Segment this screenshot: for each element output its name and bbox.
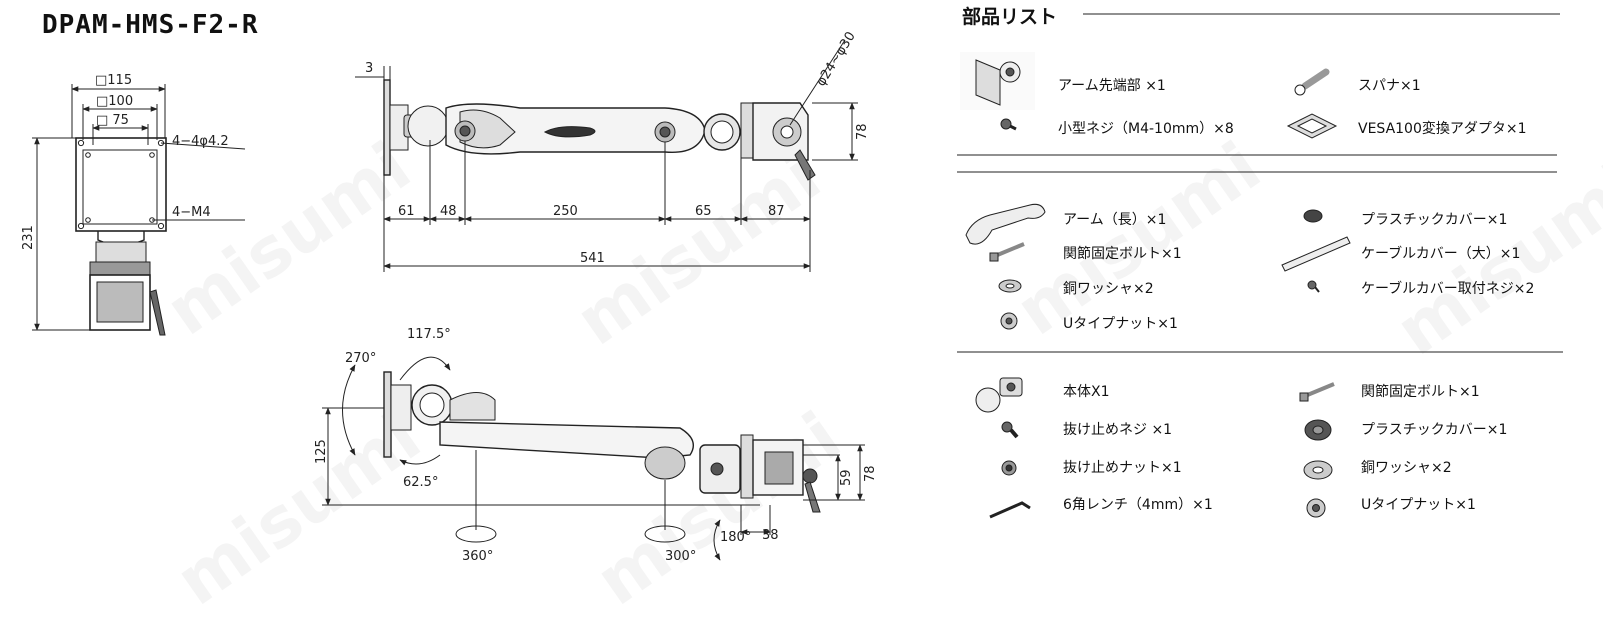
dimension-labels: □115 □100 □ 75 4−4φ4.2 4−M4 231 3 φ24~φ3… <box>21 29 878 564</box>
technical-drawing: □115 □100 □ 75 4−4φ4.2 4−M4 231 3 φ24~φ3… <box>21 13 1563 564</box>
part-label: 銅ワッシャ×2 <box>1361 460 1452 476</box>
part-label: アーム（長）×1 <box>1063 212 1167 228</box>
part-label: プラスチックカバー×1 <box>1361 422 1508 438</box>
part-label: ケーブルカバー取付ネジ×2 <box>1361 281 1535 297</box>
plastic-cover-icon <box>1304 419 1332 441</box>
dim-total: 541 <box>580 251 605 266</box>
dim-tilt-down: 62.5° <box>403 475 438 490</box>
part-label: ケーブルカバー（大）×1 <box>1361 246 1521 262</box>
part-label: プラスチックカバー×1 <box>1361 212 1508 228</box>
dim-tilt-up: 117.5° <box>407 327 451 342</box>
part-label: 抜け止めネジ ×1 <box>1063 422 1173 438</box>
arm-tip-icon <box>960 52 1035 110</box>
part-label: 本体X1 <box>1063 384 1110 400</box>
part-label: 6角レンチ（4mm）×1 <box>1063 497 1213 513</box>
cable-cover-icon <box>1281 236 1351 272</box>
part-label: Uタイプナット×1 <box>1361 497 1476 513</box>
dim-rotate: 270° <box>345 351 376 366</box>
dim-clamp-outer: 78 <box>863 465 878 482</box>
u-nut-icon <box>1306 498 1326 518</box>
joint-bolt-icon <box>989 242 1025 262</box>
dim-seg1: 61 <box>398 204 415 219</box>
retaining-nut-icon <box>1001 460 1017 476</box>
retaining-screw-icon <box>1001 421 1019 439</box>
part-label: Uタイプナット×1 <box>1063 316 1178 332</box>
top-view <box>355 39 858 272</box>
dim-swivel2: 300° <box>665 549 696 564</box>
part-label: 抜け止めナット×1 <box>1063 460 1182 476</box>
vesa-adapter-icon <box>1286 113 1338 139</box>
dim-holes-dia: 4−4φ4.2 <box>172 134 229 149</box>
main-body-icon <box>975 377 1023 413</box>
dim-seg4: 65 <box>695 204 712 219</box>
part-icons <box>960 52 1351 519</box>
small-screw-icon <box>1000 118 1017 131</box>
dim-swivel3: 180° <box>720 530 751 545</box>
dim-side-height: 125 <box>314 439 329 464</box>
copper-washer-icon <box>998 279 1022 293</box>
dim-w100: □100 <box>96 94 133 109</box>
dim-swivel1: 360° <box>462 549 493 564</box>
part-label: 関節固定ボルト×1 <box>1063 246 1182 262</box>
plastic-cover-icon <box>1303 209 1323 223</box>
long-arm-icon <box>965 203 1046 245</box>
parts-list-lines <box>957 13 1563 353</box>
hex-wrench-icon <box>989 501 1031 519</box>
front-view <box>32 84 246 336</box>
u-nut-icon <box>1000 312 1018 330</box>
part-label: VESA100変換アダプタ×1 <box>1358 121 1527 137</box>
parts-list-title: 部品リスト <box>962 6 1058 28</box>
dim-w75: □ 75 <box>96 113 129 128</box>
copper-washer-icon <box>1303 460 1333 480</box>
cable-cover-screw-icon <box>1307 280 1320 293</box>
part-label: スパナ×1 <box>1358 78 1421 94</box>
dim-seg2: 48 <box>440 204 457 219</box>
dim-seg5: 87 <box>768 204 785 219</box>
part-label: 関節固定ボルト×1 <box>1361 384 1480 400</box>
part-label: 銅ワッシャ×2 <box>1063 281 1154 297</box>
spanner-icon <box>1294 68 1330 96</box>
part-label: アーム先端部 ×1 <box>1058 78 1166 94</box>
part-label: 小型ネジ（M4-10mm）×8 <box>1058 121 1234 137</box>
dim-clamp-height: 78 <box>855 123 870 140</box>
dim-clamp-inner: 59 <box>839 469 854 486</box>
dim-front-height: 231 <box>21 225 36 250</box>
model-title: DPAM-HMS-F2-R <box>42 10 259 40</box>
dim-w115: □115 <box>95 73 132 88</box>
dim-plate-thickness: 3 <box>365 61 373 76</box>
side-view <box>322 356 865 561</box>
dim-seg3: 250 <box>553 204 578 219</box>
dim-clamp-depth: 38 <box>762 528 779 543</box>
dim-pole-dia: φ24~φ30 <box>814 29 859 89</box>
joint-bolt-icon <box>1299 382 1335 402</box>
dim-holes-m4: 4−M4 <box>172 205 211 220</box>
